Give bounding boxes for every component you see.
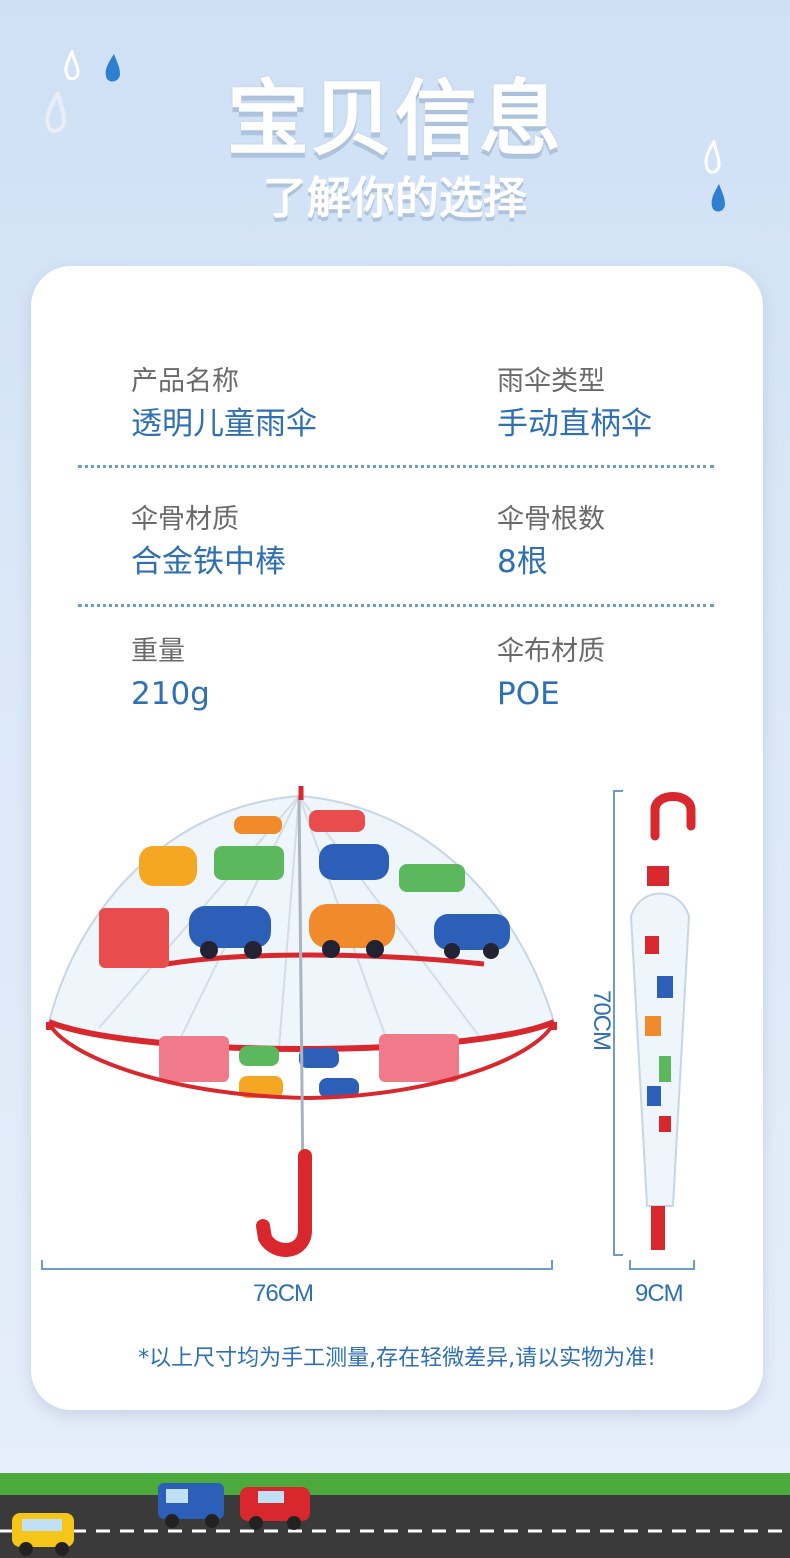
closed-umbrella-image xyxy=(629,792,696,1250)
closed-width-label: 9CM xyxy=(635,1280,684,1307)
road-decoration xyxy=(0,1473,790,1558)
spec-item-weight: 重量 210g xyxy=(131,634,210,716)
spec-item-rib-material: 伞骨材质 合金铁中棒 xyxy=(131,502,286,584)
spec-value: POE xyxy=(497,676,560,712)
raindrop-icon xyxy=(711,184,725,212)
product-info-card: 产品名称 透明儿童雨伞 雨伞类型 手动直柄伞 伞骨材质 合金铁中棒 伞骨根数 8… xyxy=(31,266,763,1410)
spec-value: 8根 xyxy=(497,544,548,580)
page-subtitle: 了解你的选择 xyxy=(263,173,527,224)
blue-car-icon xyxy=(158,1483,224,1528)
page-title: 宝贝信息 xyxy=(226,72,563,167)
red-car-icon xyxy=(240,1487,310,1530)
measurement-note: *以上尺寸均为手工测量,存在轻微差异,请以实物为准! xyxy=(138,1346,656,1371)
spec-value: 合金铁中棒 xyxy=(131,544,286,580)
spec-label: 伞骨材质 xyxy=(131,504,239,535)
spec-item-rib-count: 伞骨根数 8根 xyxy=(497,502,605,584)
width-dimension-line xyxy=(41,1260,553,1270)
spec-label: 产品名称 xyxy=(131,366,239,397)
height-label: 70CM xyxy=(588,989,615,1051)
spec-value: 透明儿童雨伞 xyxy=(131,406,317,442)
raindrop-icon xyxy=(704,140,721,174)
raindrop-icon xyxy=(105,54,120,82)
spec-item-canopy-material: 伞布材质 POE xyxy=(497,634,605,716)
height-dimension-line xyxy=(613,790,623,1256)
open-width-label: 76CM xyxy=(253,1280,314,1307)
divider xyxy=(78,604,714,607)
spec-label: 雨伞类型 xyxy=(497,366,605,397)
spec-row: 重量 210g 伞布材质 POE xyxy=(131,634,691,744)
spec-label: 伞骨根数 xyxy=(497,504,605,535)
closed-width-dimension-line xyxy=(629,1260,695,1270)
spec-value: 210g xyxy=(131,676,210,712)
spec-row: 产品名称 透明儿童雨伞 雨伞类型 手动直柄伞 xyxy=(131,364,691,474)
spec-label: 伞布材质 xyxy=(497,636,605,667)
taxi-icon xyxy=(12,1513,74,1556)
spec-label: 重量 xyxy=(131,636,185,667)
raindrop-icon xyxy=(45,92,67,133)
spec-value: 手动直柄伞 xyxy=(497,406,652,442)
divider xyxy=(78,465,714,468)
raindrop-icon xyxy=(64,50,80,81)
spec-item-product-name: 产品名称 透明儿童雨伞 xyxy=(131,364,317,446)
spec-item-umbrella-type: 雨伞类型 手动直柄伞 xyxy=(497,364,652,446)
spec-row: 伞骨材质 合金铁中棒 伞骨根数 8根 xyxy=(131,502,691,612)
open-umbrella-image xyxy=(46,786,557,1257)
